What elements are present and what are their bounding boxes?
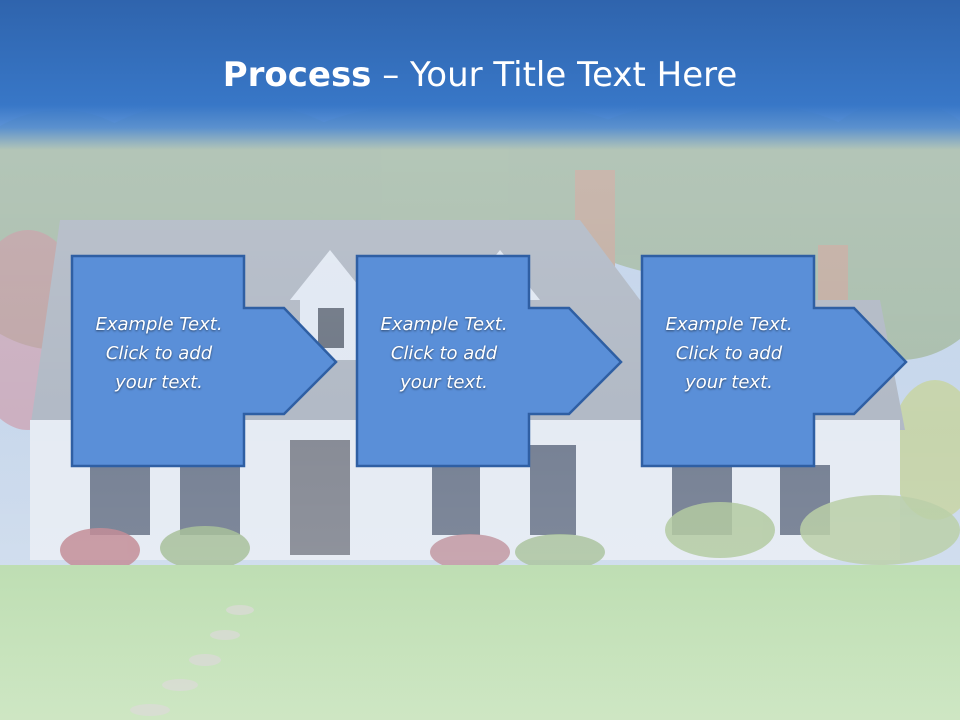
process-step-1[interactable]: Example Text. Click to add your text.: [70, 254, 338, 468]
process-step-3[interactable]: Example Text. Click to add your text.: [640, 254, 908, 468]
title-bold: Process: [222, 55, 372, 95]
step-text[interactable]: Example Text. Click to add your text.: [380, 314, 508, 393]
step-text[interactable]: Example Text. Click to add your text.: [95, 314, 223, 393]
title-rest: – Your Title Text Here: [371, 55, 738, 95]
process-step-2[interactable]: Example Text. Click to add your text.: [355, 254, 623, 468]
slide-title[interactable]: Process – Your Title Text Here: [0, 50, 960, 100]
step-text[interactable]: Example Text. Click to add your text.: [665, 314, 793, 393]
step-arrow-shape: [640, 254, 908, 468]
step-arrow-shape: [70, 254, 338, 468]
step-arrow-shape: [355, 254, 623, 468]
title-bar: Process – Your Title Text Here: [0, 0, 960, 150]
